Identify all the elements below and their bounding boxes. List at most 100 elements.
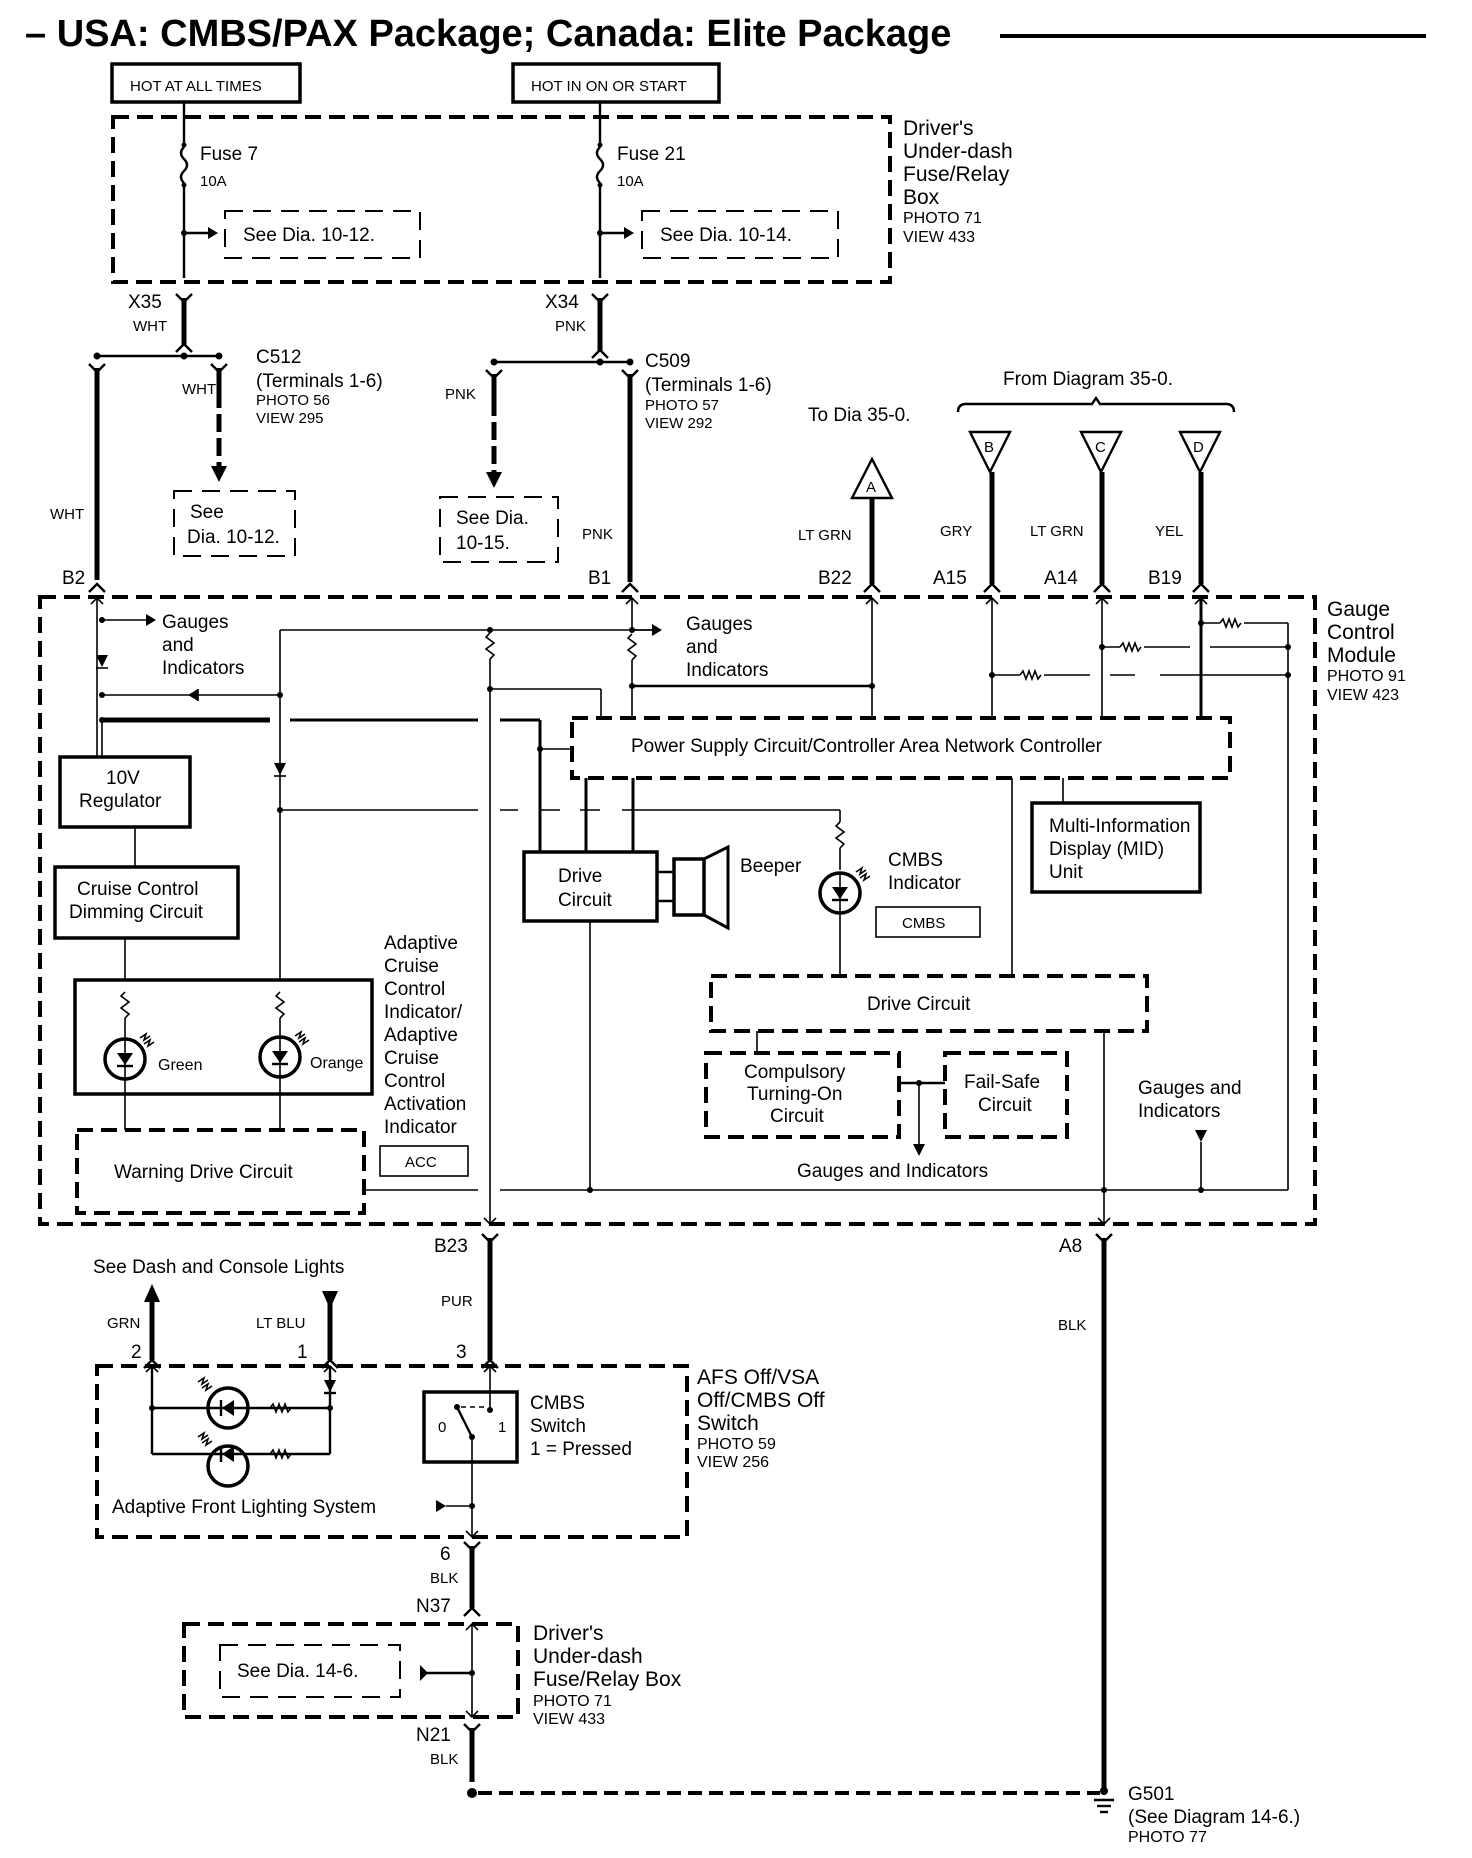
svg-text:WHT: WHT [50, 506, 84, 523]
power-supply-can-controller: Power Supply Circuit/Controller Area Net… [570, 716, 1232, 976]
svg-text:Off/CMBS Off: Off/CMBS Off [697, 1389, 825, 1412]
svg-text:Box: Box [903, 186, 940, 209]
svg-text:Adaptive: Adaptive [384, 933, 458, 954]
svg-text:Under-dash: Under-dash [533, 1645, 643, 1668]
svg-text:and: and [162, 635, 194, 656]
svg-text:GRN: GRN [107, 1315, 140, 1332]
gauge-control-module: Gauge Control Module PHOTO 91 VIEW 423 [38, 595, 1406, 1226]
svg-text:BLK: BLK [1058, 1317, 1086, 1334]
pin-1-lt-blu: LT BLU 1 [256, 1291, 339, 1369]
upper-fuse-relay-box: Driver's Under-dash Fuse/Relay Box PHOTO… [111, 115, 1013, 284]
cruise-control-dimming-circuit: Cruise Control Dimming Circuit [53, 865, 240, 980]
svg-text:Control: Control [384, 979, 445, 1000]
cmbs-switch: 0 1 CMBS Switch 1 = Pressed [422, 1364, 632, 1539]
svg-text:A: A [866, 479, 876, 496]
svg-text:Circuit: Circuit [978, 1095, 1033, 1116]
svg-text:See: See [190, 502, 224, 523]
ref-b-gry: B GRY A15 [933, 430, 1012, 593]
svg-text:VIEW 256: VIEW 256 [697, 1454, 769, 1471]
svg-text:See Dia. 10-14.: See Dia. 10-14. [660, 225, 792, 246]
svg-text:Fail-Safe: Fail-Safe [964, 1072, 1040, 1093]
wire-a8-blk: A8 BLK [1058, 1233, 1113, 1790]
svg-text:ACC: ACC [405, 1154, 437, 1171]
svg-text:LT GRN: LT GRN [1030, 523, 1084, 540]
svg-text:CMBS: CMBS [902, 915, 945, 932]
svg-text:Under-dash: Under-dash [903, 140, 1013, 163]
svg-text:Cruise: Cruise [384, 956, 439, 977]
hot-in-on-or-start-box: HOT IN ON OR START [511, 62, 721, 104]
lower-fuse-relay-box: Driver's Under-dash Fuse/Relay Box PHOTO… [182, 1622, 682, 1728]
internal-ext-lines [865, 596, 1291, 1190]
svg-text:Drive: Drive [558, 866, 602, 887]
terminal-x35: X35 WHT [128, 292, 193, 353]
svg-text:Orange: Orange [310, 1055, 363, 1072]
warning-drive-circuit: Warning Drive Circuit [75, 1128, 366, 1215]
svg-text:Fuse/Relay: Fuse/Relay [903, 163, 1010, 186]
gauges-junction: Gauges and Indicators [797, 1080, 988, 1182]
svg-text:Regulator: Regulator [79, 791, 162, 812]
svg-text:1 = Pressed: 1 = Pressed [530, 1439, 632, 1460]
svg-text:Turning-On: Turning-On [747, 1084, 842, 1105]
fuse-7: Fuse 7 10A [179, 102, 258, 278]
svg-text:2: 2 [131, 1342, 142, 1363]
svg-text:Multi-Information: Multi-Information [1049, 816, 1191, 837]
internal-b1-bus: Gauges and Indicators [279, 596, 875, 1225]
wire-b1-pnk: PNK B1 [582, 369, 639, 593]
from-dia-brace [956, 395, 1236, 413]
svg-text:YEL: YEL [1155, 523, 1183, 540]
svg-text:X34: X34 [545, 292, 579, 313]
wire-b2-wht: WHT B2 [50, 363, 106, 593]
svg-text:Indicators: Indicators [686, 660, 768, 681]
svg-text:Unit: Unit [1049, 862, 1084, 883]
svg-text:Compulsory: Compulsory [744, 1062, 846, 1083]
indicator-drive-circuit: Drive Circuit [709, 974, 1149, 1226]
svg-text:Green: Green [158, 1057, 202, 1074]
ref-c-lt-grn: C LT GRN A14 [1030, 430, 1123, 593]
connector-c512: C512 (Terminals 1-6) PHOTO 56 VIEW 295 W… [93, 347, 383, 482]
svg-text:LT GRN: LT GRN [798, 527, 852, 544]
svg-text:3: 3 [456, 1342, 467, 1363]
wire-n21-blk: N21 BLK [416, 1723, 1100, 1798]
svg-text:PHOTO 77: PHOTO 77 [1128, 1829, 1207, 1846]
svg-text:VIEW 433: VIEW 433 [533, 1711, 605, 1728]
10v-regulator: 10V Regulator [58, 755, 192, 867]
ground-g501: G501 (See Diagram 14-6.) PHOTO 77 [1094, 1784, 1300, 1846]
pin-2-grn: GRN 2 [107, 1284, 161, 1369]
svg-text:Activation: Activation [384, 1094, 466, 1115]
ref-a-lt-grn: A LT GRN B22 [798, 456, 894, 593]
svg-text:B2: B2 [62, 568, 85, 589]
svg-text:10-15.: 10-15. [456, 533, 510, 554]
svg-text:Indicator: Indicator [384, 1117, 458, 1138]
svg-text:BLK: BLK [430, 1751, 458, 1768]
svg-text:Cruise Control: Cruise Control [77, 879, 198, 900]
svg-text:X35: X35 [128, 292, 162, 313]
afs-led-circuit [145, 1364, 337, 1488]
svg-text:Gauges: Gauges [686, 614, 753, 635]
see-dia-10-12-branch-ref: See Dia. 10-12. [173, 490, 296, 557]
svg-text:10V: 10V [106, 768, 140, 789]
svg-text:PNK: PNK [445, 386, 476, 403]
svg-text:PNK: PNK [555, 318, 586, 335]
fail-safe-circuit: Fail-Safe Circuit [943, 1051, 1069, 1139]
svg-text:and: and [686, 637, 718, 658]
svg-text:WHT: WHT [133, 318, 167, 335]
svg-text:WHT: WHT [182, 381, 216, 398]
svg-text:Indicator/: Indicator/ [384, 1002, 463, 1023]
see-dash-console-lights: See Dash and Console Lights [93, 1257, 344, 1278]
acc-indicator-supply [274, 695, 840, 980]
svg-text:A8: A8 [1059, 1236, 1082, 1257]
cmbs-badge: CMBS [875, 906, 981, 938]
svg-text:Adaptive Front Lighting System: Adaptive Front Lighting System [112, 1497, 376, 1518]
svg-text:G501: G501 [1128, 1784, 1174, 1805]
svg-text:Indicator: Indicator [888, 873, 962, 894]
svg-text:10A: 10A [617, 173, 644, 190]
svg-text:1: 1 [297, 1342, 308, 1363]
cmbs-indicator: CMBS Indicator [818, 810, 962, 976]
connector-c509: C509 (Terminals 1-6) PHOTO 57 VIEW 292 P… [445, 351, 772, 488]
afs-label: Adaptive Front Lighting System [112, 1497, 475, 1518]
svg-text:VIEW 295: VIEW 295 [256, 410, 324, 427]
svg-text:Circuit: Circuit [770, 1106, 825, 1127]
svg-text:Display (MID): Display (MID) [1049, 839, 1164, 860]
beeper-drive-circuit: Drive Circuit [522, 850, 674, 1193]
